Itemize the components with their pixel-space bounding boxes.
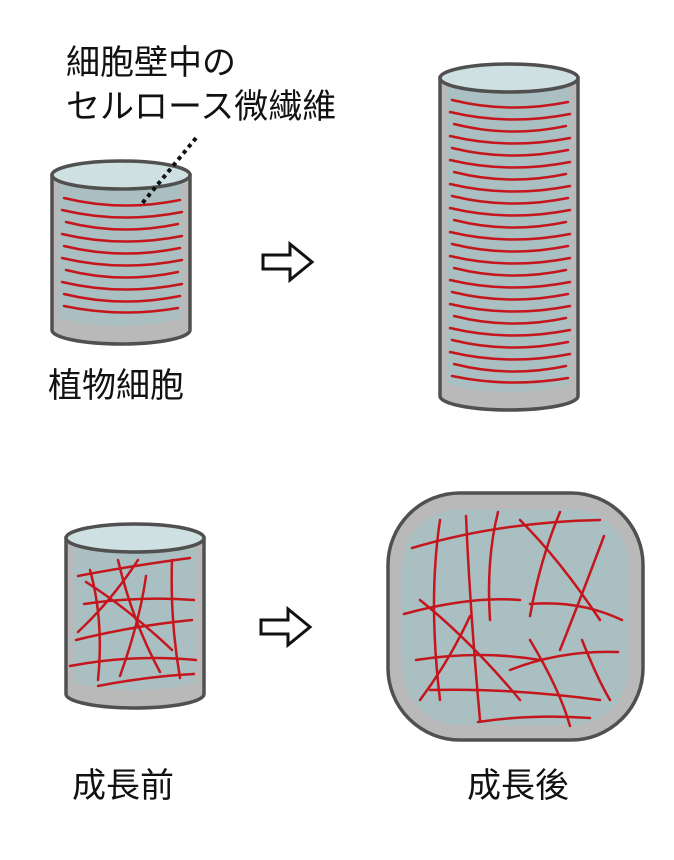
- hollow-right-arrow-icon: [261, 240, 315, 284]
- hoop-fibers-small: [60, 196, 184, 314]
- before-growth-label: 成長前: [72, 766, 174, 806]
- small-cylinder-hoop: [50, 159, 192, 346]
- callout-label-line2: セルロース微繊維: [66, 87, 336, 127]
- after-growth-label: 成長後: [467, 766, 569, 806]
- random-fibers-small: [68, 556, 198, 688]
- callout-leader-line: [138, 136, 198, 208]
- hoop-fibers-tall: [448, 98, 572, 384]
- expanded-cell-random: [386, 491, 645, 742]
- hollow-right-arrow-icon: [259, 605, 313, 649]
- plant-cell-label: 植物細胞: [48, 366, 184, 406]
- random-fibers-expanded: [402, 510, 624, 728]
- tall-cylinder-hoop: [438, 62, 580, 412]
- callout-label-line1: 細胞壁中の: [66, 43, 236, 83]
- small-cylinder-random: [64, 522, 206, 710]
